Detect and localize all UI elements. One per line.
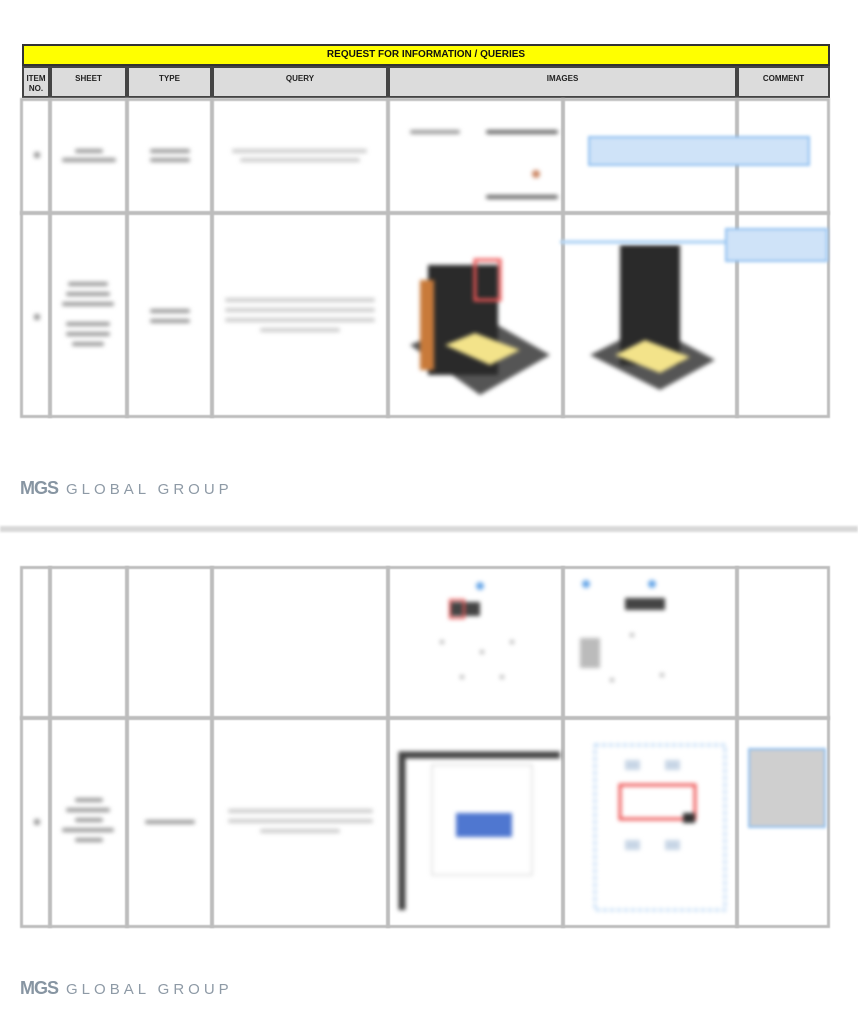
annotation-callout (748, 748, 826, 828)
annotation-callout (725, 228, 828, 262)
header-images: IMAGES (388, 66, 737, 98)
furniture-plan-image (398, 751, 560, 910)
row-divider (20, 716, 830, 720)
table-border (20, 98, 830, 418)
header-comment: COMMENT (737, 66, 830, 98)
header-item-no: ITEM NO. (22, 66, 50, 98)
col-divider (48, 98, 52, 418)
header-sheet: SHEET (50, 66, 127, 98)
header-query: QUERY (212, 66, 388, 98)
plan-image-left (440, 582, 514, 679)
table-border (20, 566, 830, 928)
page-separator (0, 526, 858, 532)
layout-plan-image (594, 744, 726, 911)
col-divider (48, 566, 52, 928)
col-divider (125, 566, 129, 928)
col-divider (561, 566, 565, 928)
render-image-right (590, 245, 715, 390)
col-divider (386, 98, 390, 418)
table-title: REQUEST FOR INFORMATION / QUERIES (22, 44, 830, 66)
col-divider (735, 566, 739, 928)
col-divider (210, 98, 214, 418)
col-divider (125, 98, 129, 418)
header-type: TYPE (127, 66, 212, 98)
render-image-left (410, 258, 550, 395)
annotation-callout (588, 136, 810, 166)
plan-image-right (580, 580, 665, 682)
col-divider (561, 98, 565, 418)
col-divider (210, 566, 214, 928)
col-divider (386, 566, 390, 928)
row-divider (20, 211, 830, 215)
